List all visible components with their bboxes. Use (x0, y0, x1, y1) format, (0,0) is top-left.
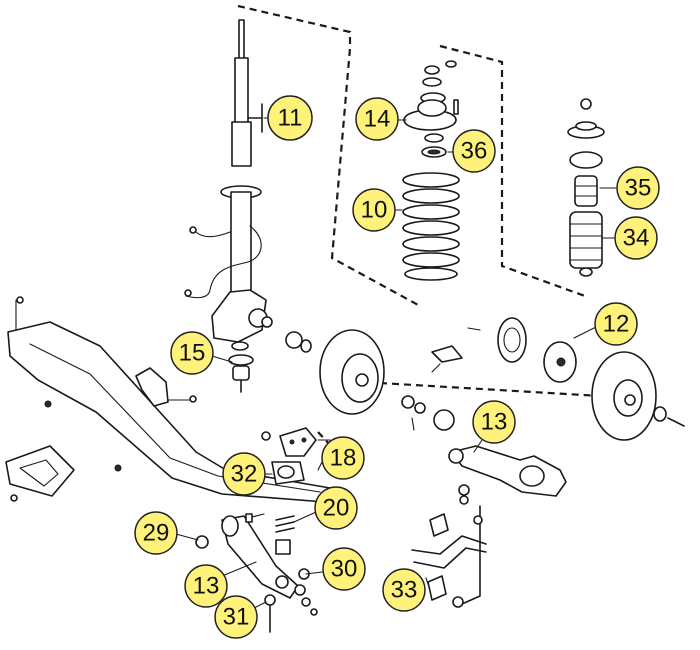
svg-text:12: 12 (603, 311, 630, 338)
front-brake-disc (285, 329, 385, 415)
callout-35: 35 (616, 166, 660, 210)
svg-text:15: 15 (179, 340, 206, 367)
svg-text:11: 11 (278, 105, 303, 132)
ball-joint (228, 341, 254, 393)
steering-knuckle (211, 289, 273, 343)
callout-10: 10 (352, 188, 396, 232)
svg-text:13: 13 (481, 409, 508, 436)
svg-text:30: 30 (331, 556, 358, 583)
svg-text:13: 13 (193, 573, 220, 600)
mount-bracket (135, 367, 197, 407)
callout-11: 11 (267, 95, 313, 141)
svg-text:18: 18 (330, 445, 357, 472)
upper-mount-stack (567, 98, 605, 169)
svg-text:20: 20 (323, 495, 350, 522)
control-arm-left (221, 515, 299, 599)
dust-boot (569, 211, 603, 277)
bump-stop (574, 175, 598, 207)
callout-31: 31 (214, 595, 258, 639)
callout-14: 14 (355, 97, 399, 141)
coil-spring (402, 172, 460, 281)
callout-36: 36 (452, 129, 496, 173)
callout-32: 32 (222, 452, 266, 496)
callout-18: 18 (321, 436, 365, 480)
callout-13-right: 13 (472, 400, 516, 444)
arm-bracket (261, 427, 331, 457)
washer (294, 568, 311, 607)
strut-bearing (421, 133, 447, 158)
strut-shock-absorber (220, 19, 263, 303)
caliper-pad (431, 345, 463, 373)
strut-top-mount (403, 60, 459, 131)
svg-text:34: 34 (623, 225, 650, 252)
svg-text:35: 35 (625, 175, 652, 202)
callout-30: 30 (322, 547, 366, 591)
bushing-clamp (271, 461, 305, 485)
stabilizer-bar (411, 484, 487, 608)
svg-text:31: 31 (223, 604, 250, 631)
svg-text:14: 14 (364, 106, 391, 133)
heat-shield-plate (5, 445, 75, 502)
svg-text:32: 32 (231, 461, 258, 488)
callout-34: 34 (614, 216, 658, 260)
callout-20: 20 (314, 486, 358, 530)
brake-hose (184, 225, 262, 299)
svg-text:29: 29 (143, 520, 170, 547)
hub-fasteners (401, 395, 455, 431)
lower-bolt (264, 594, 318, 633)
callout-29: 29 (134, 511, 178, 555)
bushing-spring (275, 515, 295, 555)
svg-text:36: 36 (461, 138, 488, 165)
callout-33: 33 (382, 568, 426, 612)
callout-12: 12 (594, 302, 638, 346)
pivot-nut (195, 513, 265, 549)
rear-brake-disc (591, 351, 685, 441)
callout-15: 15 (170, 331, 214, 375)
svg-text:10: 10 (361, 197, 388, 224)
wheel-hub (467, 317, 577, 383)
callout-13-left: 13 (184, 564, 228, 608)
svg-text:33: 33 (391, 577, 418, 604)
control-arm-right (448, 445, 567, 497)
